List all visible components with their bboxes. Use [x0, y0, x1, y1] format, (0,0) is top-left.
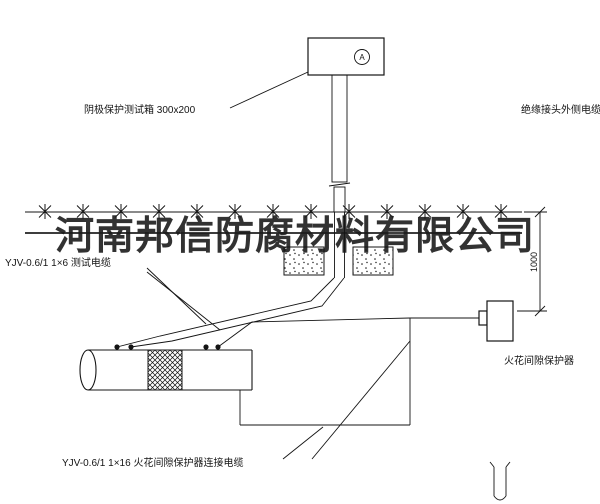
- conduit-lower: [333, 186, 346, 213]
- dim-tick-bottom: [534, 305, 546, 317]
- dim-tick-top: [534, 206, 546, 218]
- test-box-outline: [307, 37, 385, 76]
- cable-terminal-4: [215, 344, 221, 350]
- cable-terminal-1: [114, 344, 120, 350]
- pipeline: [79, 344, 253, 391]
- insulating-joint-wrap: [147, 349, 183, 391]
- spark-gap-cable-upper: [217, 317, 411, 348]
- test-box-leader: [229, 71, 309, 109]
- riser-conduit: [328, 74, 351, 278]
- meter-circle-icon: [354, 49, 370, 65]
- riser-flare-left: [489, 461, 495, 468]
- connection-cable-leader-1: [282, 426, 324, 460]
- conduit-upper: [331, 74, 348, 183]
- concrete-block-right: [352, 246, 394, 276]
- ground-surface: [25, 203, 522, 220]
- cable-terminal-2: [128, 344, 134, 350]
- meter-symbol: A: [359, 53, 365, 62]
- dimension-1000-text: 1000: [529, 252, 539, 272]
- test-cable-label: YJV-0.6/1 1×6 测试电缆: [5, 256, 111, 269]
- bottom-right-pipe-symbol: [489, 461, 511, 501]
- cable-terminal-3: [203, 344, 209, 350]
- pipe-left-end: [79, 349, 97, 391]
- conduit-break-mark: [328, 182, 351, 187]
- connection-cable-label: YJV-0.6/1 1×16 火花间隙保护器连接电缆: [62, 456, 243, 469]
- insulation-joint-cable-label: 绝缘接头外侧电缆: [521, 103, 600, 116]
- test-cable-leader-2: [146, 271, 221, 331]
- riser-flare-right: [505, 461, 511, 468]
- cable-runs: [116, 277, 479, 426]
- dimension-burial-depth: 1000: [517, 206, 547, 317]
- connection-cable-leader-2: [311, 340, 411, 460]
- riser-bottom-curve: [493, 495, 507, 501]
- protector-neck: [478, 310, 488, 326]
- leader-lines: [146, 71, 411, 460]
- spark-gap-protector: [478, 300, 514, 342]
- protector-body: [486, 300, 514, 342]
- spark-gap-protector-label: 火花间隙保护器: [504, 354, 574, 367]
- test-cable-run-2: [130, 277, 345, 348]
- test-cable-run-1: [116, 277, 335, 348]
- test-box: A: [307, 37, 385, 76]
- concrete-block-left: [283, 246, 325, 276]
- watermark: 河南邦信防腐材料有限公司: [25, 215, 534, 258]
- test-box-label: 阴极保护测试箱 300x200: [84, 103, 196, 116]
